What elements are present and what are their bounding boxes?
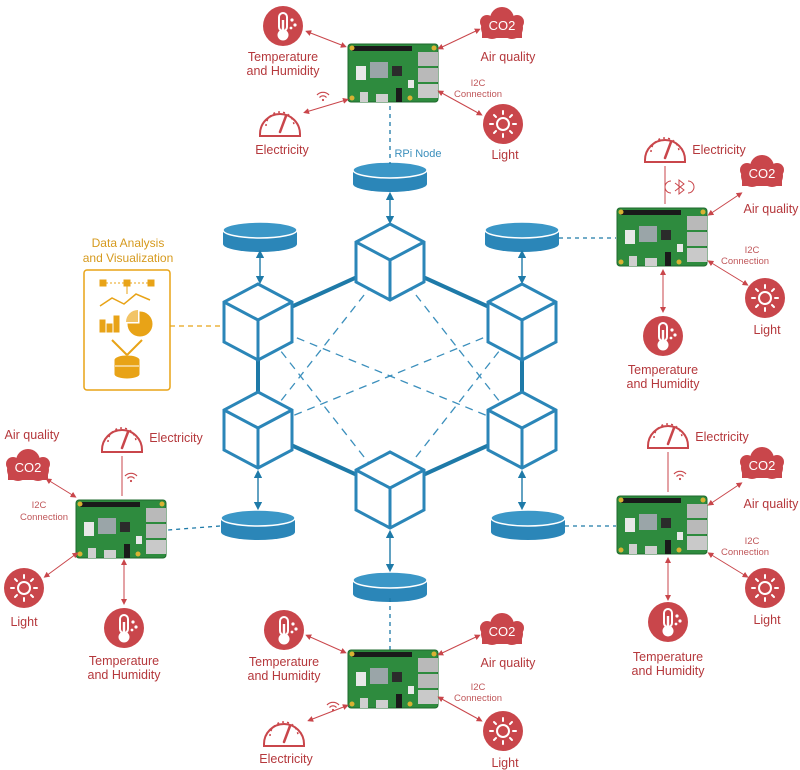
i2c-label-line2: Connection — [454, 89, 502, 100]
co2-cloud-icon — [6, 449, 50, 481]
electricity-label: Electricity — [695, 430, 749, 444]
i2c-label-line1: I2C — [471, 78, 486, 89]
gauge-icon — [643, 136, 687, 164]
electricity-label: Electricity — [692, 143, 746, 157]
thermometer-icon — [647, 601, 689, 643]
co2-cloud-icon — [740, 155, 784, 187]
wifi-icon — [673, 470, 687, 481]
i2c-label-line1: I2C — [745, 536, 760, 547]
right-bottom-node: Electricity Air quality I2C Connection L… — [616, 422, 800, 678]
bluetooth-icon — [664, 178, 695, 196]
i2c-label-line2: Connection — [721, 256, 769, 267]
database-disk-icon — [352, 571, 428, 603]
database-disk-icon — [490, 509, 566, 541]
right-top-node: Electricity Air quality I2C Connection L… — [616, 136, 800, 391]
cube-node-icon — [222, 282, 294, 362]
i2c-label-line2: Connection — [454, 693, 502, 704]
raspberry-pi-board-icon — [347, 43, 439, 103]
i2c-label-line2: Connection — [20, 512, 68, 523]
network-core: RPi Node — [167, 106, 616, 650]
data-analysis-title-line1: Data Analysis — [92, 236, 165, 250]
top-node: Temperature and Humidity Air quality Ele… — [247, 5, 537, 162]
thermometer-icon — [103, 607, 145, 649]
i2c-label-line2: Connection — [721, 547, 769, 558]
light-label: Light — [491, 148, 519, 162]
air-quality-label: Air quality — [481, 656, 537, 670]
i2c-label-line1: I2C — [471, 682, 486, 693]
temperature-label-line2: and Humidity — [247, 64, 321, 78]
raspberry-pi-board-icon — [616, 495, 708, 555]
database-disk-icon — [352, 161, 428, 193]
temperature-label-line2: and Humidity — [627, 377, 701, 391]
raspberry-pi-board-icon — [616, 207, 708, 267]
cube-node-icon — [354, 450, 426, 530]
temperature-label-line1: Temperature — [89, 654, 159, 668]
gauge-icon — [100, 426, 144, 454]
temperature-label-line2: and Humidity — [632, 664, 706, 678]
raspberry-pi-board-icon — [347, 649, 439, 709]
database-disk-icon — [222, 221, 298, 253]
database-disk-icon — [220, 509, 296, 541]
air-quality-label: Air quality — [744, 202, 800, 216]
air-quality-label: Air quality — [744, 497, 800, 511]
sun-icon — [744, 277, 786, 319]
light-label: Light — [753, 323, 781, 337]
light-label: Light — [10, 615, 38, 629]
cube-node-icon — [486, 282, 558, 362]
gauge-icon — [262, 720, 306, 748]
wifi-icon — [124, 472, 138, 483]
co2-cloud-icon — [740, 447, 784, 479]
data-analysis-title-line2: and Visualization — [83, 251, 174, 265]
cube-node-icon — [222, 390, 294, 470]
co2-cloud-icon — [480, 613, 524, 645]
temperature-label-line1: Temperature — [633, 650, 703, 664]
temperature-label-line2: and Humidity — [248, 669, 322, 683]
i2c-label-line1: I2C — [745, 245, 760, 256]
air-quality-label: Air quality — [5, 428, 61, 442]
sun-icon — [482, 710, 524, 752]
temperature-label-line1: Temperature — [628, 363, 698, 377]
thermometer-icon — [642, 315, 684, 357]
rpi-node-label: RPi Node — [394, 148, 441, 160]
analytics-chart-icon — [99, 279, 155, 379]
i2c-label-line1: I2C — [32, 500, 47, 511]
cube-node-icon — [486, 390, 558, 470]
electricity-label: Electricity — [255, 143, 309, 157]
temperature-label-line2: and Humidity — [88, 668, 162, 682]
data-analysis-panel: Data Analysis and Visualization — [83, 236, 220, 391]
temperature-label-line1: Temperature — [248, 50, 318, 64]
light-label: Light — [753, 613, 781, 627]
electricity-label: Electricity — [149, 431, 203, 445]
thermometer-icon — [263, 609, 305, 651]
cube-node-icon — [354, 222, 426, 302]
electricity-label: Electricity — [259, 752, 313, 766]
database-disk-icon — [484, 221, 560, 253]
gauge-icon — [646, 422, 690, 450]
wifi-icon — [316, 91, 330, 102]
sun-icon — [482, 103, 524, 145]
raspberry-pi-board-icon — [75, 499, 167, 559]
co2-cloud-icon — [480, 7, 524, 39]
thermometer-icon — [262, 5, 304, 47]
sun-icon — [3, 567, 45, 609]
light-label: Light — [491, 756, 519, 770]
gauge-icon — [258, 110, 302, 138]
air-quality-label: Air quality — [481, 50, 537, 64]
temperature-label-line1: Temperature — [249, 655, 319, 669]
bottom-node: Temperature and Humidity Air quality I2C… — [248, 609, 537, 770]
left-node: Air quality Electricity I2C Connection L… — [3, 426, 203, 682]
sun-icon — [744, 567, 786, 609]
